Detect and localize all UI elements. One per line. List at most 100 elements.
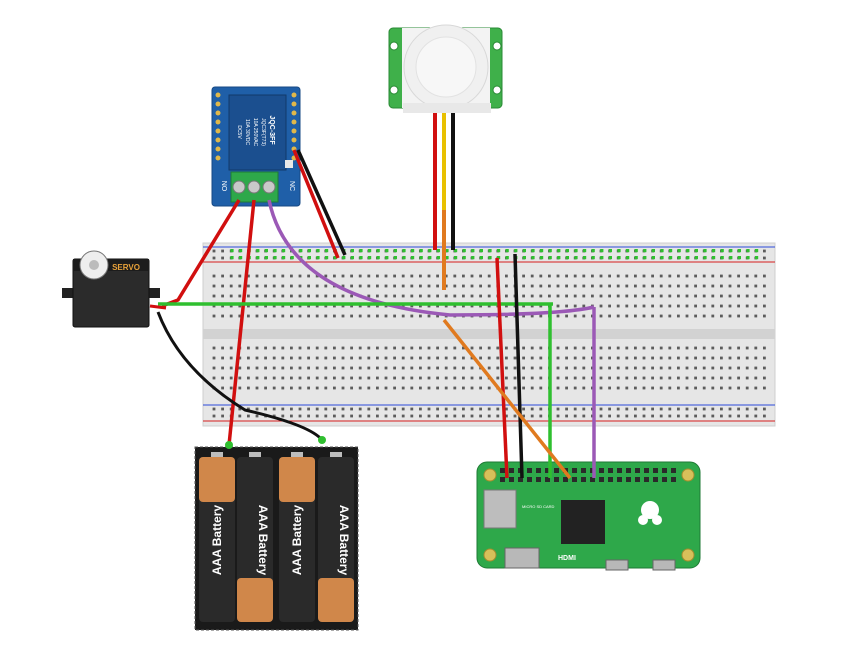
breadboard-hole (341, 376, 345, 380)
breadboard-hole (350, 346, 353, 350)
breadboard-hole (341, 304, 345, 308)
breadboard-hole (556, 386, 560, 390)
breadboard-hole (324, 314, 328, 318)
breadboard-hole (668, 304, 672, 308)
breadboard-hole (436, 356, 439, 360)
rail-hole-active (574, 249, 578, 253)
breadboard-hole (281, 314, 285, 318)
breadboard-hole (651, 304, 654, 308)
breadboard-hole (625, 304, 629, 308)
rail-hole-active (436, 249, 440, 253)
breadboard-hole (307, 376, 310, 380)
rail-hole-active (342, 256, 346, 260)
breadboard-hole (290, 314, 293, 318)
breadboard-hole (513, 346, 517, 350)
breadboard-hole (264, 314, 267, 318)
breadboard-hole (350, 314, 353, 318)
breadboard-hole (505, 376, 508, 380)
breadboard-hole (737, 376, 740, 380)
breadboard-hole (470, 274, 474, 278)
breadboard-hole (444, 346, 448, 350)
breadboard-hole (410, 356, 414, 360)
breadboard-hole (677, 376, 680, 380)
breadboard-hole (702, 414, 706, 418)
rail-hole-active (565, 256, 569, 260)
breadboard-hole (272, 274, 276, 278)
rail-hole-active (428, 249, 432, 253)
breadboard-hole (720, 407, 723, 411)
breadboard-hole (436, 346, 439, 350)
breadboard-hole (539, 414, 543, 418)
pi-sd-slot (483, 489, 517, 529)
breadboard-hole (616, 294, 620, 298)
breadboard-hole (720, 414, 723, 418)
breadboard-hole (264, 346, 267, 350)
breadboard-hole (616, 414, 620, 418)
battery-cell-cap (211, 452, 223, 457)
breadboard-hole (221, 414, 224, 418)
breadboard-hole (702, 386, 706, 390)
battery-cell-cap (291, 452, 303, 457)
breadboard-hole (298, 314, 302, 318)
pi-gpio-pin (635, 477, 640, 482)
breadboard-hole (608, 314, 611, 318)
breadboard-hole (221, 346, 224, 350)
breadboard-hole (548, 284, 551, 288)
pir-sensor (388, 24, 503, 113)
breadboard-hole (479, 304, 482, 308)
breadboard-hole (565, 304, 568, 308)
breadboard-hole (212, 356, 216, 360)
breadboard-hole (539, 376, 543, 380)
breadboard-hole (625, 346, 629, 350)
breadboard-hole (565, 356, 568, 360)
breadboard-hole (376, 294, 379, 298)
breadboard-hole (367, 284, 371, 288)
breadboard-hole (444, 284, 448, 288)
breadboard-hole (694, 274, 697, 278)
pi-gpio-pin (608, 468, 613, 473)
breadboard-hole (522, 366, 525, 370)
breadboard-hole (367, 304, 371, 308)
breadboard-hole (745, 314, 749, 318)
breadboard-hole (711, 274, 715, 278)
breadboard-hole (376, 407, 379, 411)
breadboard-hole (685, 346, 689, 350)
breadboard-hole (324, 407, 328, 411)
breadboard-hole (720, 386, 723, 390)
breadboard-hole (462, 386, 465, 390)
breadboard-hole (659, 386, 663, 390)
rail-hole-active (479, 249, 483, 253)
rail-hole-active (583, 256, 587, 260)
rail-hole-active (376, 256, 380, 260)
breadboard-hole (247, 356, 250, 360)
breadboard-hole (754, 304, 758, 308)
breadboard-hole (720, 366, 723, 370)
breadboard-hole (384, 314, 388, 318)
breadboard-hole (573, 407, 577, 411)
breadboard-hole (419, 356, 422, 360)
breadboard-hole (307, 356, 310, 360)
rail-hole-active (436, 256, 440, 260)
breadboard-hole (376, 356, 379, 360)
breadboard-hole (264, 407, 267, 411)
pi-gpio-pin (545, 468, 550, 473)
breadboard-hole (728, 356, 732, 360)
breadboard-hole (754, 376, 758, 380)
battery-cell: AAA Battery (279, 452, 315, 622)
breadboard-hole (436, 366, 439, 370)
pi-gpio-pin (599, 477, 604, 482)
breadboard-hole (212, 376, 216, 380)
relay-header-pin (291, 137, 297, 143)
breadboard-hole (298, 274, 302, 278)
rail-hole-active (402, 249, 406, 253)
breadboard-hole (427, 304, 431, 308)
breadboard-hole (573, 346, 577, 350)
rail-hole-active (617, 256, 621, 260)
breadboard-hole (247, 346, 250, 350)
breadboard-hole (444, 376, 448, 380)
rail-hole-active (333, 256, 337, 260)
breadboard-hole (384, 366, 388, 370)
pi-gpio-pin (518, 477, 523, 482)
breadboard-hole (496, 366, 500, 370)
breadboard-hole (573, 284, 577, 288)
